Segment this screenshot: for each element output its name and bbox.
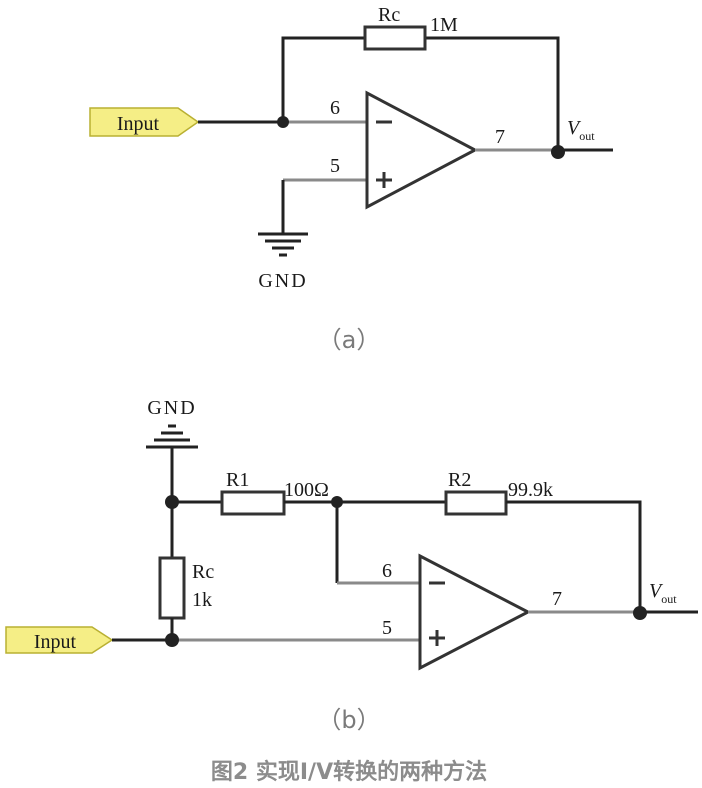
ground-label-a: GND <box>258 270 307 292</box>
pin5-label-b: 5 <box>382 617 392 639</box>
r1-value-b: 100Ω <box>284 479 329 501</box>
rc-value-b: 1k <box>192 589 212 611</box>
r1-resistor-b <box>220 490 286 516</box>
rc-name-b: Rc <box>192 561 214 583</box>
pin5-label-a: 5 <box>330 155 340 177</box>
r2-name-b: R2 <box>448 469 471 491</box>
feedback-wire-a-right <box>425 36 560 152</box>
pin7-label-a: 7 <box>495 126 505 148</box>
pin6-label-a: 6 <box>330 97 340 119</box>
input-label-b: Input <box>34 631 77 653</box>
r2-value-b: 99.9k <box>508 479 553 501</box>
output-junction-a <box>551 145 565 159</box>
feedback-wire-a <box>281 36 365 122</box>
vout-main-b: V <box>649 580 664 602</box>
circuit-b: GND R1 100Ω R2 99.9k Rc 1k Input <box>5 397 698 734</box>
vout-label-a: Vout <box>567 117 595 143</box>
input-junction-a <box>277 116 289 128</box>
opamp-b <box>418 553 532 671</box>
figure-caption: 图2 实现I/V转换的两种方法 <box>211 759 487 785</box>
ground-symbol-a <box>258 232 308 257</box>
input-label-a: Input <box>117 113 160 135</box>
rail-right-b <box>506 500 642 614</box>
pin7-label-b: 7 <box>552 588 562 610</box>
r2-resistor-b <box>444 490 508 516</box>
circuit-a: Input Rc 1M GND 6 5 7 <box>89 4 613 354</box>
vout-sub-a: out <box>579 129 595 143</box>
sublabel-a: （a） <box>318 326 381 354</box>
vout-main-a: V <box>567 117 582 139</box>
rc-resistor-b <box>158 556 186 620</box>
ground-symbol-b <box>146 424 198 449</box>
output-junction-b <box>633 606 647 620</box>
pin6-label-b: 6 <box>382 560 392 582</box>
vout-sub-b: out <box>661 592 677 606</box>
r1-name-b: R1 <box>226 469 249 491</box>
input-tag-a <box>89 107 200 137</box>
feedback-resistor-a <box>363 25 427 51</box>
vout-label-b: Vout <box>649 580 677 606</box>
ground-label-b: GND <box>147 397 196 419</box>
rc-value-a: 1M <box>430 14 458 36</box>
sublabel-b: （b） <box>317 706 380 734</box>
rc-name-a: Rc <box>378 4 400 26</box>
input-junction-b <box>165 633 179 647</box>
input-tag-b <box>5 626 114 654</box>
opamp-a <box>365 90 479 210</box>
